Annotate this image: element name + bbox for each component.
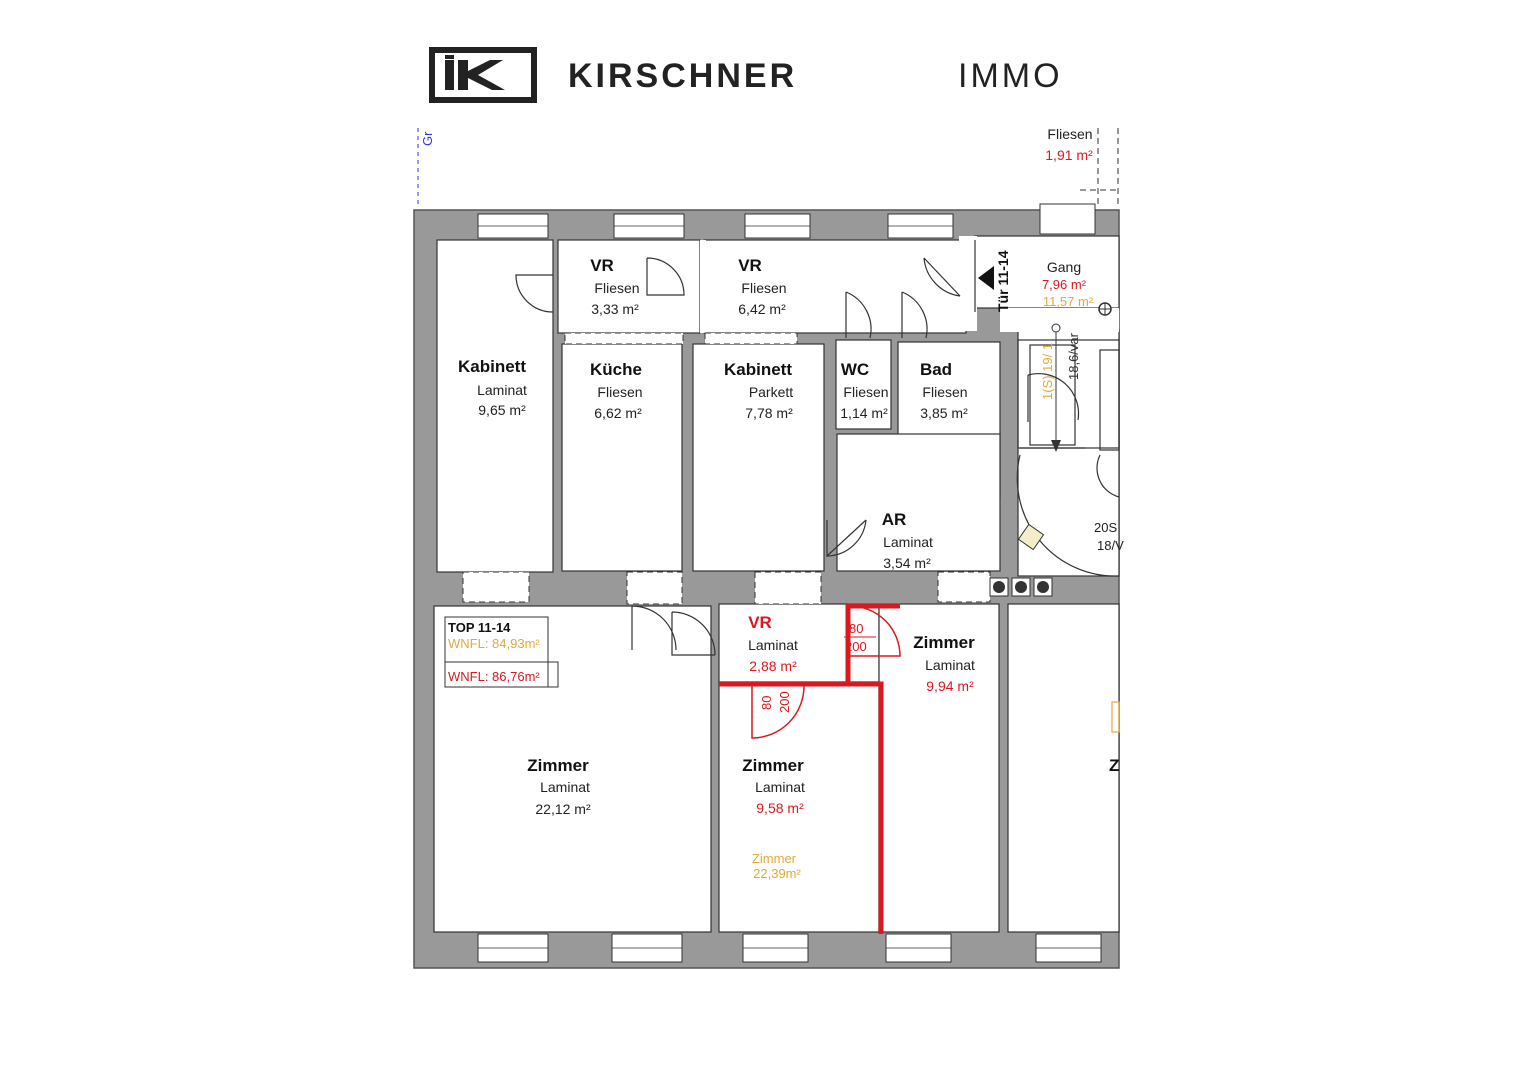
room-area: 6,42 m² xyxy=(738,301,786,317)
room-area: 1,14 m² xyxy=(840,405,888,421)
room-floor: Fliesen xyxy=(594,280,639,296)
brand-header: KIRSCHNER IMMO xyxy=(429,47,1063,103)
room-vr-large xyxy=(703,239,967,334)
room-area: 9,58 m² xyxy=(756,800,804,816)
door-label: Tür 11-14 xyxy=(995,250,1011,312)
new-wall-red xyxy=(719,681,884,934)
room-area-yellow: 11,57 m² xyxy=(1043,294,1094,309)
door-size-w-2: 80 xyxy=(759,696,774,710)
top-label-box: TOP 11-14 WNFL: 84,93m² WNFL: 86,76m² xyxy=(444,616,559,688)
room-floor: Fliesen xyxy=(922,384,967,400)
room-name: Zimmer xyxy=(913,633,975,652)
room-floor: Laminat xyxy=(540,779,590,795)
room-name: VR xyxy=(748,613,772,632)
room-floor: Laminat xyxy=(883,534,933,550)
door-size-w-1: 80 xyxy=(849,621,863,636)
room-area: 7,78 m² xyxy=(745,405,793,421)
room-floor: Laminat xyxy=(925,657,975,673)
room-zimmer-partial xyxy=(1007,603,1120,933)
window xyxy=(1039,203,1096,235)
room-name: VR xyxy=(590,256,614,275)
room-floor: Laminat xyxy=(748,637,798,653)
entrance-arrow-icon xyxy=(978,266,994,290)
room-area: 9,94 m² xyxy=(926,678,974,694)
brand-logo-mark xyxy=(429,47,537,103)
room-area: 2,88 m² xyxy=(749,658,797,674)
room-area: 9,65 m² xyxy=(478,402,526,418)
top-label-wnfl-red: WNFL: 86,76m² xyxy=(448,669,540,684)
room-zimmer-mid xyxy=(718,681,880,933)
room-name: Z xyxy=(1109,756,1119,775)
brand-name-bold: KIRSCHNER xyxy=(568,57,797,95)
meter-icons xyxy=(989,577,1053,597)
room-name: Zimmer xyxy=(742,756,804,775)
stair-label: 18/V xyxy=(1097,538,1124,553)
room-wc xyxy=(835,339,892,430)
room-kabinett-left xyxy=(436,239,554,573)
room-vr-red xyxy=(718,603,880,683)
door-swing xyxy=(646,257,685,296)
room-zimmer-big xyxy=(433,605,712,933)
top-label-title: TOP 11-14 xyxy=(448,620,511,635)
room-floor: Fliesen xyxy=(741,280,786,296)
door-swing xyxy=(671,612,715,656)
room-floor: Laminat xyxy=(755,779,805,795)
room-area: 6,62 m² xyxy=(594,405,642,421)
room-kabinett-mid xyxy=(692,343,825,572)
room-floor: Fliesen xyxy=(843,384,888,400)
room-name: Bad xyxy=(920,360,952,379)
room-floor: Laminat xyxy=(477,382,527,398)
door-swing xyxy=(923,257,961,297)
stair-label-b: 1(S) 19/ 1 xyxy=(1040,343,1055,400)
room-kueche xyxy=(561,343,683,572)
door-size-h-2: 200 xyxy=(777,691,792,713)
room-floor: Fliesen xyxy=(597,384,642,400)
door-swing xyxy=(631,605,677,651)
room-area: 3,54 m² xyxy=(883,555,931,571)
room-gang xyxy=(974,235,1120,309)
room-name: Küche xyxy=(590,360,642,379)
room-area: 22,12 m² xyxy=(535,801,591,817)
room-area: 3,33 m² xyxy=(591,301,639,317)
door-swing xyxy=(515,274,554,313)
door-swing xyxy=(845,291,872,339)
room-name: Zimmer xyxy=(527,756,589,775)
top-label-wnfl-yellow: WNFL: 84,93m² xyxy=(448,636,540,651)
brand-name-light: IMMO xyxy=(958,57,1063,95)
room-old-name: Zimmer xyxy=(752,851,797,866)
room-zimmer-right xyxy=(878,603,1000,933)
room-name: Kabinett xyxy=(724,360,792,379)
room-name: VR xyxy=(738,256,762,275)
room-name: AR xyxy=(882,510,907,529)
room-name: WC xyxy=(841,360,869,379)
room-old-area: 22,39m² xyxy=(753,866,801,881)
room-name: Kabinett xyxy=(458,357,526,376)
room-area-red: 7,96 m² xyxy=(1042,277,1087,292)
door-size-h-1: 200 xyxy=(845,639,867,654)
room-ar xyxy=(836,433,1001,572)
stair-label-a: 18,6/var xyxy=(1066,332,1081,380)
door-swing xyxy=(901,291,928,339)
label-gr: Gr xyxy=(420,131,435,146)
room-area: 3,85 m² xyxy=(920,405,968,421)
room-floor: Parkett xyxy=(749,384,793,400)
room-name: Gang xyxy=(1047,259,1081,275)
room-floor: Fliesen xyxy=(1047,126,1092,142)
room-area: 1,91 m² xyxy=(1045,147,1093,163)
stair-label: 20S xyxy=(1094,520,1117,535)
